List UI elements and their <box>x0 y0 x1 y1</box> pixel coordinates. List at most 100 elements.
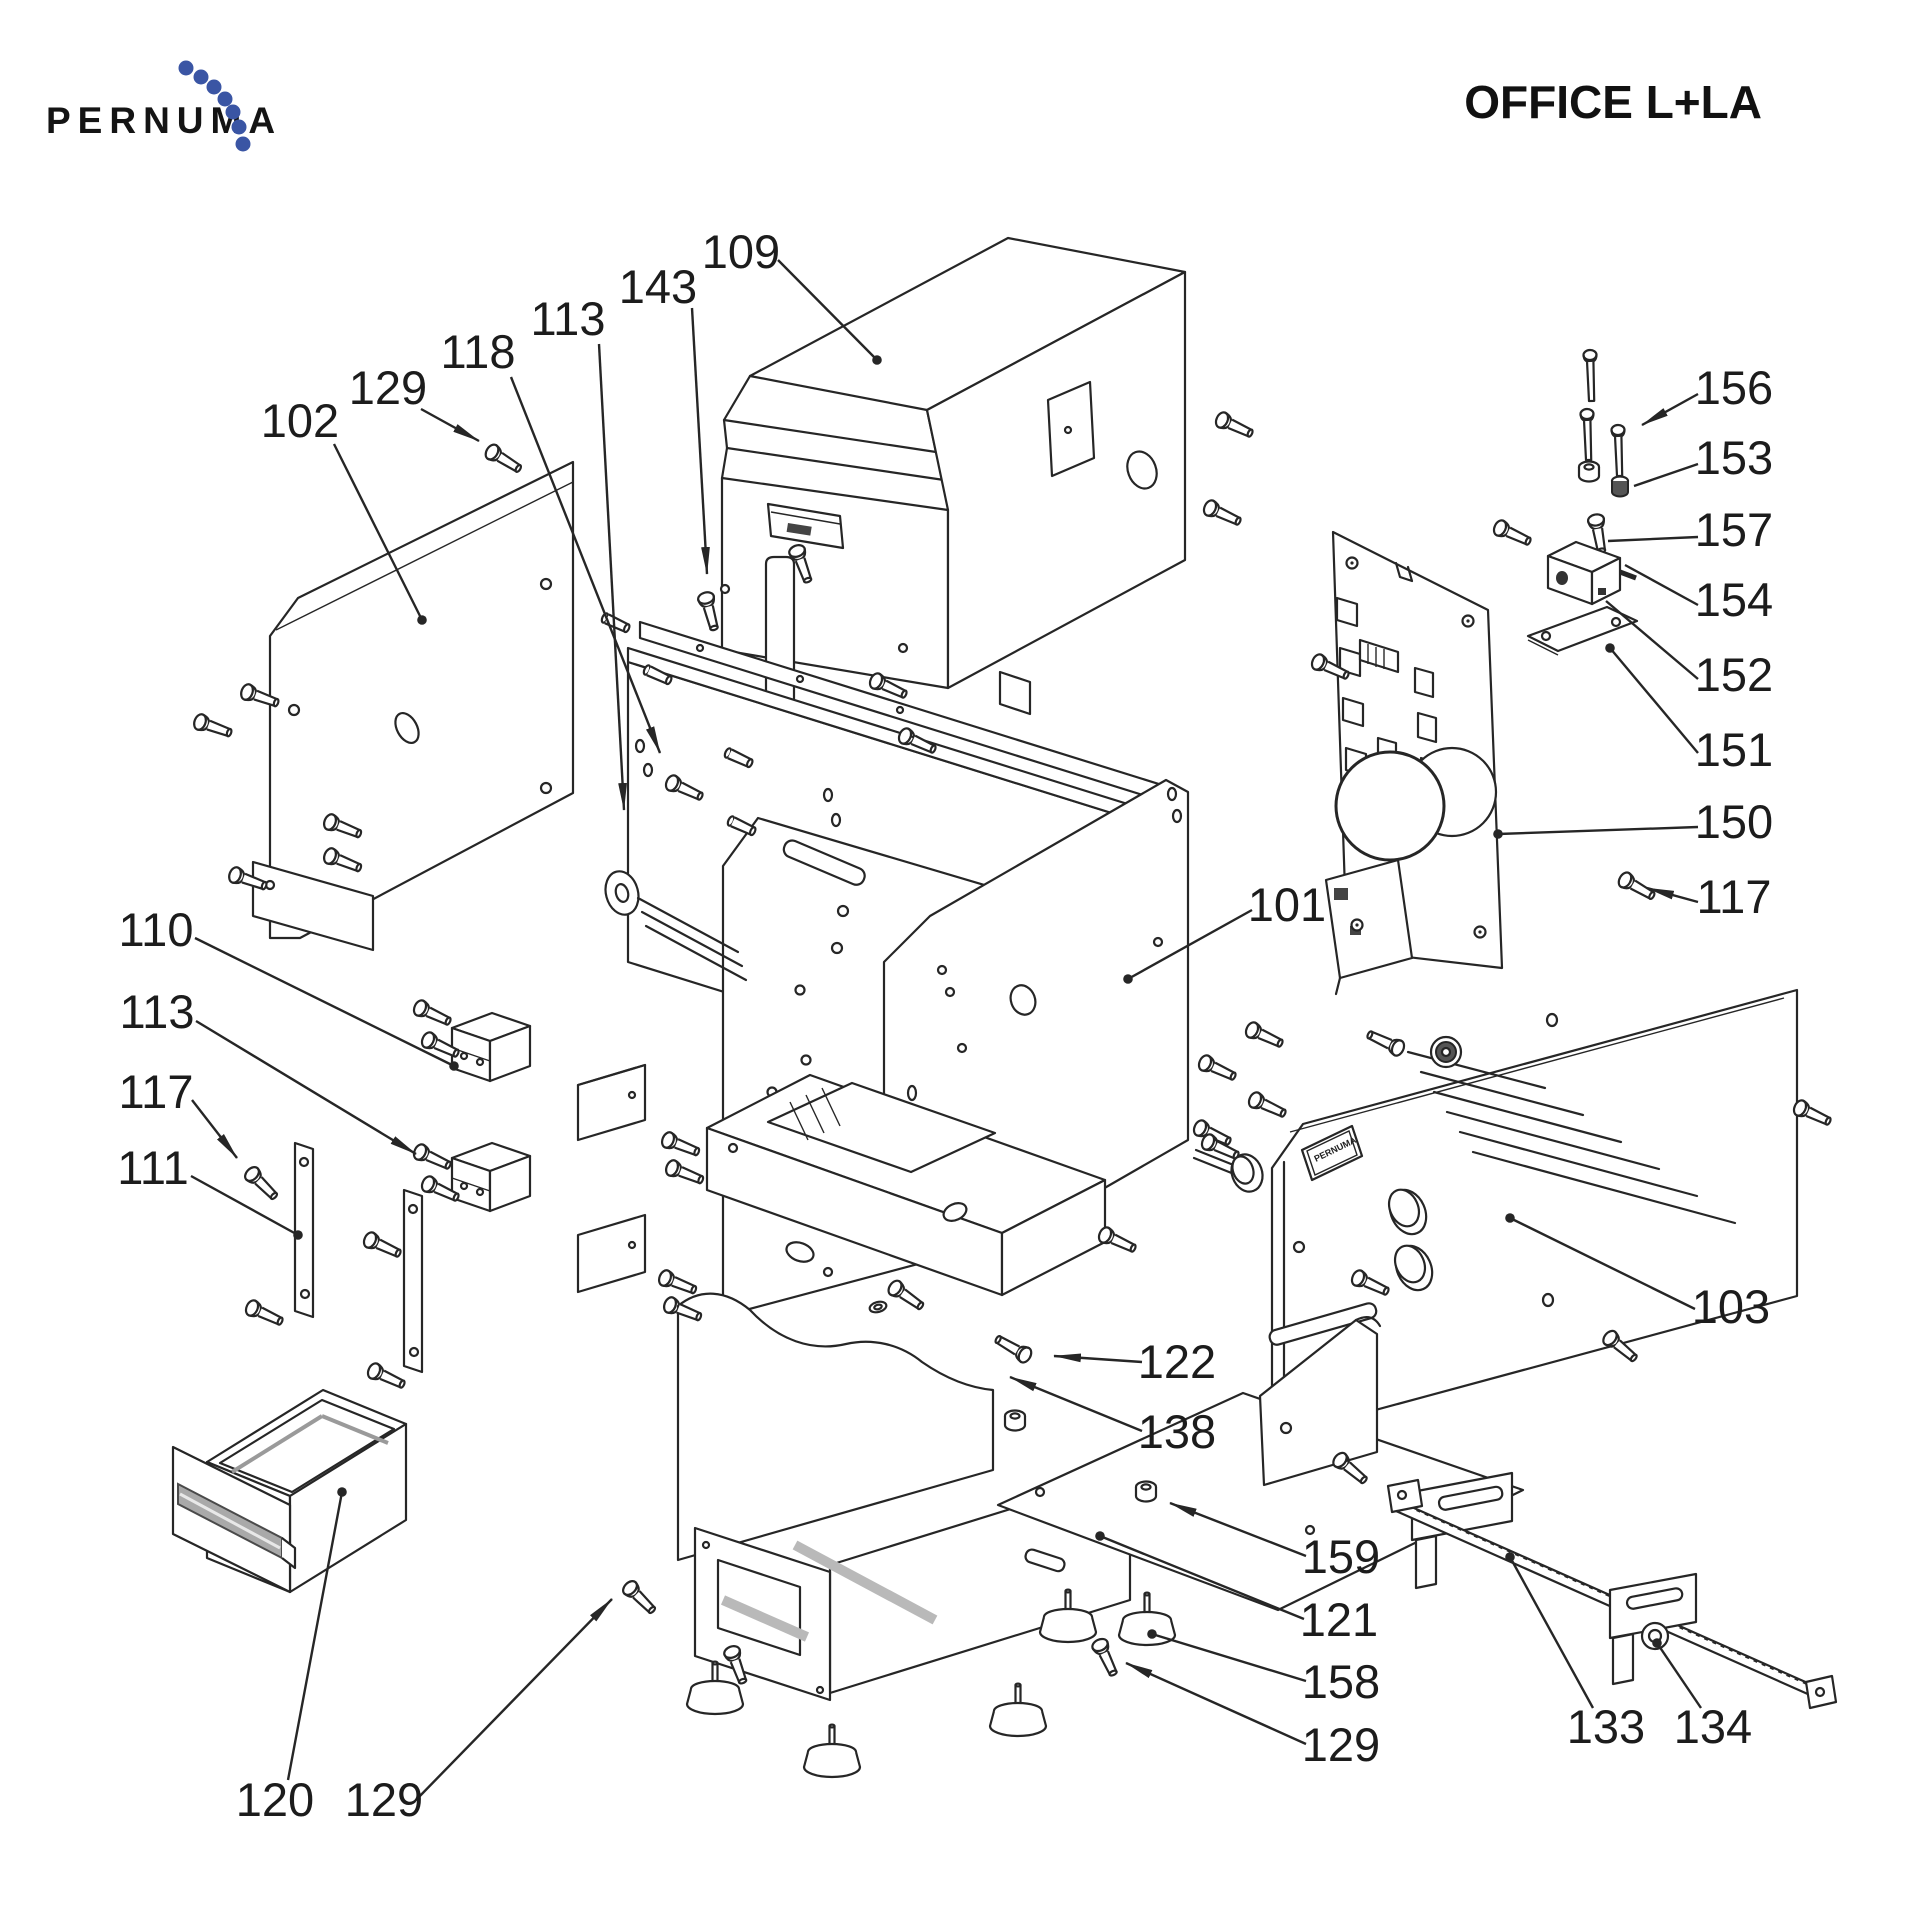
callout-113: 113 <box>120 985 417 1156</box>
base-back-sheet <box>676 1292 995 1562</box>
base-assembly <box>676 1292 1525 1779</box>
leader-line <box>1624 563 1699 607</box>
callout-111: 111 <box>117 1141 303 1240</box>
rubber-foot <box>802 1723 862 1779</box>
logo-dot <box>217 91 233 107</box>
part-number-label: 121 <box>1300 1593 1378 1646</box>
part-bracket-133-134 <box>1386 1471 1838 1710</box>
part-number-label: 156 <box>1695 361 1773 414</box>
part-number-label: 134 <box>1674 1700 1752 1753</box>
leader-line <box>1607 535 1699 543</box>
leader-line <box>1095 1531 1305 1621</box>
leader-line <box>777 259 882 365</box>
leader-line <box>191 1099 238 1159</box>
callout-134: 134 <box>1652 1638 1752 1753</box>
logo-dot <box>231 119 247 135</box>
panel-103-flap <box>1258 1318 1379 1487</box>
part-number-label: 113 <box>120 985 195 1038</box>
callout-153: 153 <box>1633 431 1773 488</box>
logo-dot <box>206 79 222 95</box>
part-main-frame-101 <box>626 620 1190 1318</box>
shaft-collar-118 <box>604 870 748 982</box>
callout-129: 129 <box>1125 1661 1380 1771</box>
part-number-label: 138 <box>1138 1405 1216 1458</box>
strip-111-left <box>293 1141 315 1319</box>
part-number-label: 117 <box>119 1065 194 1118</box>
part-number-label: 122 <box>1138 1335 1216 1388</box>
callout-129: 129 <box>349 361 480 443</box>
logo-dot <box>178 60 194 76</box>
screw-129-right <box>1089 1635 1123 1680</box>
leader-line <box>1505 1552 1595 1709</box>
part-number-label: 158 <box>1302 1655 1380 1708</box>
callout-120: 120 <box>236 1487 347 1826</box>
screw-129-left <box>619 1577 661 1619</box>
spacer <box>1577 460 1601 483</box>
frame-handle-slot <box>782 839 866 886</box>
pcb-transformer <box>1324 858 1414 980</box>
part-number-label: 159 <box>1302 1530 1380 1583</box>
leader-line <box>332 443 427 625</box>
loose-fasteners <box>190 409 1835 1687</box>
screw <box>1490 517 1535 551</box>
leader-line <box>1009 1375 1143 1433</box>
screw <box>1200 497 1245 531</box>
leader-line <box>1633 462 1699 488</box>
callout-159: 159 <box>1169 1501 1380 1583</box>
callout-156: 156 <box>1641 361 1773 427</box>
screw <box>360 1229 405 1263</box>
part-number-label: 110 <box>119 903 194 956</box>
logo-dot <box>235 136 251 152</box>
callout-133: 133 <box>1505 1552 1645 1753</box>
part-number-label: 117 <box>1697 870 1772 923</box>
callout-157: 157 <box>1607 503 1773 556</box>
part-nut-159 <box>1134 1480 1158 1503</box>
part-number-label: 153 <box>1695 431 1773 484</box>
callout-129: 129 <box>345 1598 613 1826</box>
leader-line <box>1505 1213 1696 1311</box>
screw <box>1242 1019 1287 1053</box>
leader-line <box>690 307 710 575</box>
part-bottom-plate-121 <box>996 1391 1525 1612</box>
leader-line <box>1125 1661 1307 1746</box>
screw-129-top <box>481 441 526 478</box>
part-number-label: 143 <box>619 260 697 313</box>
part-number-label: 129 <box>349 361 427 414</box>
callout-152: 152 <box>1605 600 1773 701</box>
part-screw-117 <box>1615 869 1659 905</box>
screw <box>242 1297 287 1331</box>
logo: PERNUMA <box>46 60 275 152</box>
screw <box>658 1129 703 1161</box>
part-number-label: 129 <box>345 1773 423 1826</box>
callout-150: 150 <box>1493 795 1773 848</box>
part-drawer-120 <box>171 1388 408 1594</box>
callout-122: 122 <box>1053 1335 1216 1388</box>
part-number-label: 157 <box>1695 503 1773 556</box>
leader-line <box>1605 600 1699 680</box>
screw <box>190 711 235 742</box>
callout-103: 103 <box>1505 1213 1770 1333</box>
callout-118: 118 <box>441 325 662 754</box>
leader-line <box>195 1019 417 1156</box>
callout-117: 117 <box>119 1065 238 1159</box>
clamp-blocks-and-strips <box>293 1011 647 1374</box>
page-title: OFFICE L+LA <box>1464 76 1762 128</box>
leader-line <box>1646 886 1699 904</box>
leader-line <box>415 1598 613 1801</box>
callout-101: 101 <box>1123 878 1326 984</box>
part-washer-138 <box>867 1298 889 1316</box>
part-number-label: 103 <box>1692 1280 1770 1333</box>
part-number-label: 133 <box>1567 1700 1645 1753</box>
callout-102: 102 <box>261 394 427 625</box>
screw <box>1245 1089 1290 1123</box>
part-bolt-156 <box>1610 423 1628 478</box>
screw <box>410 997 455 1031</box>
part-switch-154 <box>1546 540 1637 606</box>
part-number-label: 129 <box>1302 1718 1380 1771</box>
part-number-label: 111 <box>117 1141 188 1194</box>
screw <box>1363 1025 1408 1059</box>
callout-143: 143 <box>619 260 710 575</box>
leader-line <box>597 343 627 811</box>
logo-dot <box>193 69 209 85</box>
